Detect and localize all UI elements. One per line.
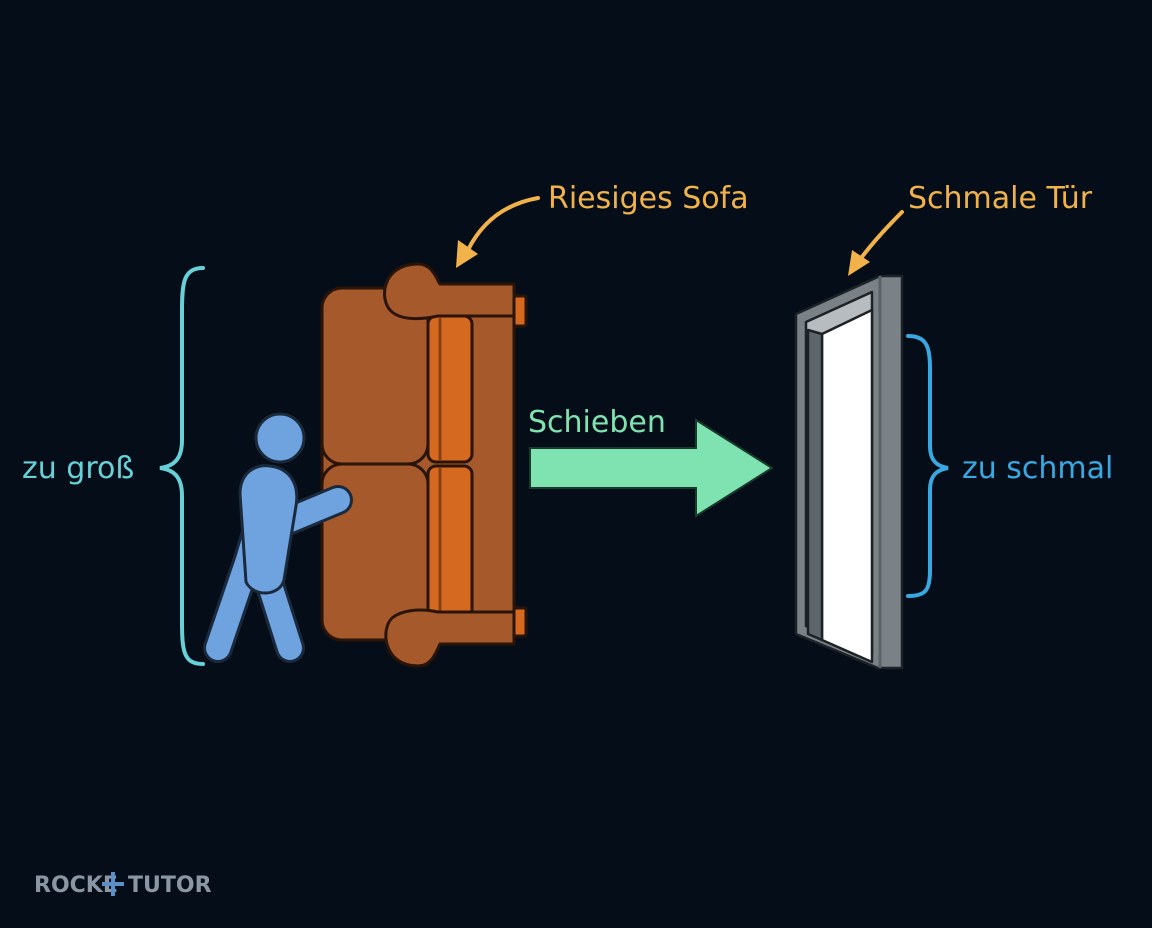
door-pointer-arrow: [856, 210, 904, 264]
door-pointer-arrowhead: [848, 250, 870, 276]
too-big-brace: [159, 266, 205, 666]
too-narrow-brace: [906, 334, 949, 598]
sofa-label: Riesiges Sofa: [548, 181, 749, 216]
sofa-pointer-arrowhead: [456, 240, 478, 268]
push-label: Schieben: [528, 405, 666, 440]
too-narrow-label: zu schmal: [962, 451, 1113, 486]
sofa-pointer-arrow: [466, 196, 540, 252]
push-arrow: [529, 418, 774, 518]
sofa-icon: [320, 262, 528, 668]
plus-icon: [102, 872, 124, 896]
door-icon: [794, 274, 904, 670]
logo-text-right: TUTOR: [128, 873, 212, 898]
person-pushing-icon: [203, 412, 353, 663]
rocketutor-logo: ROCKE TUTOR: [34, 872, 212, 898]
door-label: Schmale Tür: [908, 181, 1093, 216]
too-big-label: zu groß: [22, 451, 134, 486]
